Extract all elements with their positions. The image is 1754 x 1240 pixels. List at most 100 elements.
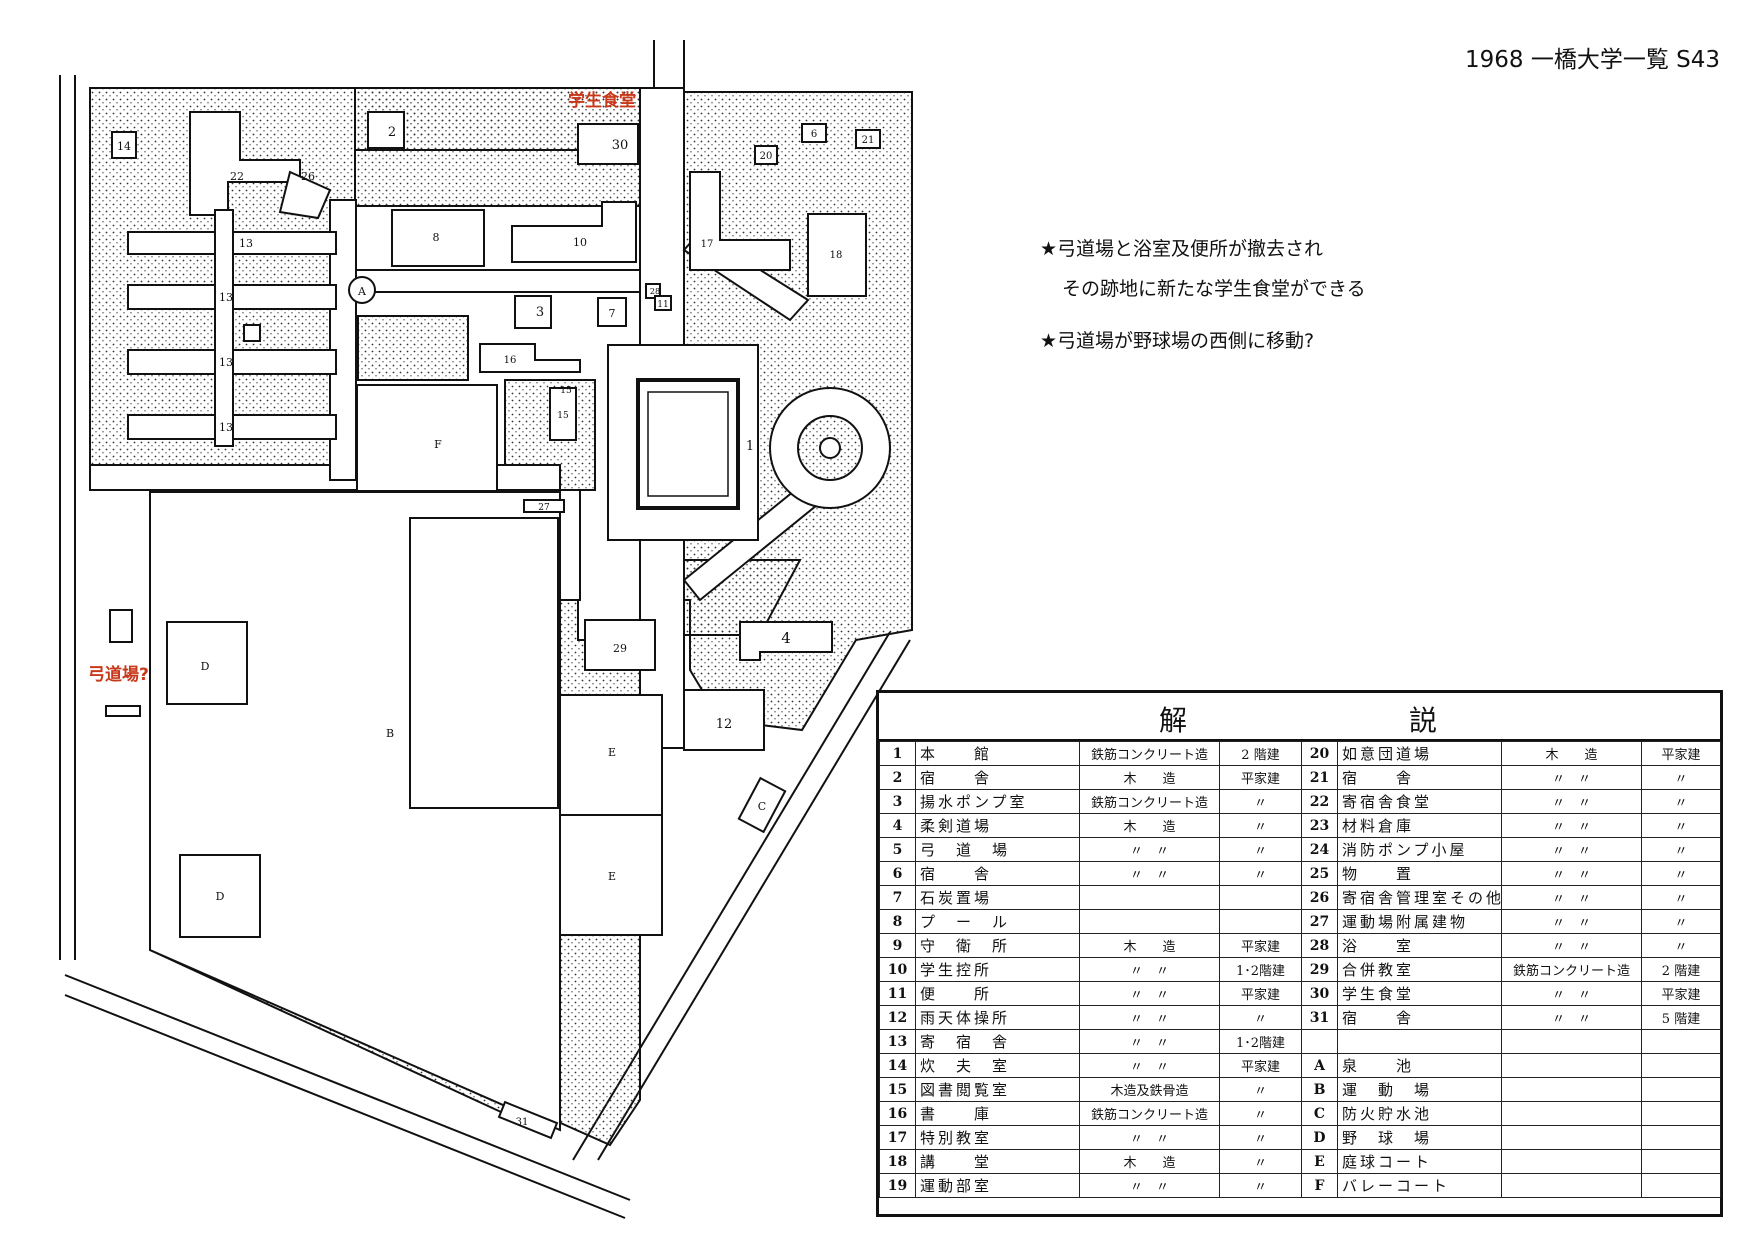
- central-garden: [357, 315, 469, 381]
- legend-name: 雨天体操所: [915, 1005, 1080, 1030]
- buildings: [105, 111, 881, 1140]
- label-15: 15: [560, 386, 572, 396]
- building-2: [367, 111, 405, 149]
- legend-structure: 〃 〃: [1079, 1029, 1220, 1054]
- label-13-b: 13: [219, 291, 233, 304]
- legend-structure: 〃 〃: [1079, 981, 1220, 1006]
- legend-floors: 平家建: [1641, 981, 1721, 1006]
- legend-no: F: [1301, 1173, 1338, 1198]
- label-29: 29: [613, 642, 627, 655]
- label-28: 28: [650, 287, 660, 296]
- legend-structure: [1501, 1029, 1642, 1054]
- legend-floors: [1641, 1149, 1721, 1174]
- label-13-c: 13: [219, 356, 233, 369]
- building-number-labels: 1 2 3 6 7 8 10 11 12 13 13 13 13 14 15 1…: [117, 125, 874, 1128]
- legend-no: 23: [1301, 813, 1338, 838]
- label-13-d: 13: [219, 421, 233, 434]
- legend-floors: 〃: [1641, 933, 1721, 958]
- legend-name: 図書閲覧室: [915, 1077, 1080, 1102]
- label-a: A: [357, 285, 367, 298]
- legend-name: 消防ポンプ小屋: [1337, 837, 1502, 862]
- legend-structure: 木 造: [1079, 1149, 1220, 1174]
- legend-name: バレーコート: [1337, 1173, 1502, 1198]
- legend-no: 9: [879, 933, 916, 958]
- archery-range: [105, 705, 141, 717]
- label-d-north: D: [201, 660, 210, 673]
- legend-no: B: [1301, 1077, 1338, 1102]
- field-f: [356, 384, 498, 492]
- legend-structure: [1501, 1173, 1642, 1198]
- legend-no: 11: [879, 981, 916, 1006]
- building-14: [111, 131, 137, 159]
- legend-structure: [1501, 1077, 1642, 1102]
- label-f: F: [434, 438, 442, 451]
- legend-header-char-1: 解: [1159, 704, 1188, 737]
- legend-no: 6: [879, 861, 916, 886]
- legend-floors: [1219, 909, 1302, 934]
- legend-structure: 鉄筋コンクリート造: [1079, 741, 1220, 766]
- legend-structure: 〃 〃: [1079, 957, 1220, 982]
- legend-structure: 〃 〃: [1079, 1053, 1220, 1078]
- label-12: 12: [716, 717, 733, 732]
- legend-floors: 〃: [1641, 765, 1721, 790]
- legend-name: 防火貯水池: [1337, 1101, 1502, 1126]
- legend-name: 運 動 場: [1337, 1077, 1502, 1102]
- label-27: 27: [538, 503, 550, 513]
- main-hall-area: [348, 276, 891, 541]
- legend-name: 物 置: [1337, 861, 1502, 886]
- legend-no: 5: [879, 837, 916, 862]
- legend-structure: 木 造: [1079, 813, 1220, 838]
- legend-no: 4: [879, 813, 916, 838]
- sports-ground-b-inner: [409, 517, 559, 809]
- legend-floors: 平家建: [1219, 765, 1302, 790]
- building-11: [654, 295, 672, 311]
- legend-no: 13: [879, 1029, 916, 1054]
- legend-floors: 平家建: [1641, 741, 1721, 766]
- legend-floors: 平家建: [1219, 1053, 1302, 1078]
- legend-structure: [1501, 1149, 1642, 1174]
- pond-a: [348, 276, 376, 304]
- legend-floors: 平家建: [1219, 981, 1302, 1006]
- building-4: [739, 621, 833, 661]
- legend-floors: [1641, 1101, 1721, 1126]
- legend-name: 柔剣道場: [915, 813, 1080, 838]
- legend-no: 27: [1301, 909, 1338, 934]
- building-20: [754, 145, 778, 165]
- legend-floors: 2 階建: [1641, 957, 1721, 982]
- legend-name: 浴 室: [1337, 933, 1502, 958]
- note-1: ★弓道場と浴室及便所が撤去され: [1040, 238, 1324, 260]
- legend-no: 12: [879, 1005, 916, 1030]
- legend-name: 炊 夫 室: [915, 1053, 1080, 1078]
- legend-structure: [1501, 1101, 1642, 1126]
- label-13-a: 13: [239, 237, 253, 250]
- legend-name: 揚水ポンプ室: [915, 789, 1080, 814]
- legend-header-char-2: 説: [1409, 704, 1438, 737]
- legend-floors: 〃: [1219, 861, 1302, 886]
- legend-header: 解 説: [879, 693, 1720, 741]
- legend-no: A: [1301, 1053, 1338, 1078]
- label-16: 16: [504, 355, 517, 366]
- legend-floors: 1･2階建: [1219, 1029, 1302, 1054]
- legend-name: 宿 舎: [915, 765, 1080, 790]
- legend-floors: 〃: [1219, 1005, 1302, 1030]
- label-3: 3: [536, 305, 544, 320]
- legend-structure: 〃 〃: [1079, 861, 1220, 886]
- legend-name: 特別教室: [915, 1125, 1080, 1150]
- main-hall-building-1: [636, 378, 740, 510]
- legend-floors: 5 階建: [1641, 1005, 1721, 1030]
- sports-fields: [149, 384, 663, 1132]
- legend-floors: [1641, 1125, 1721, 1150]
- legend-structure: 〃 〃: [1501, 933, 1642, 958]
- legend-floors: [1641, 1029, 1721, 1054]
- legend-structure: [1501, 1053, 1642, 1078]
- legend-structure: 〃 〃: [1501, 837, 1642, 862]
- building-7: [597, 297, 627, 327]
- label-14: 14: [117, 140, 131, 153]
- legend-floors: 〃: [1219, 813, 1302, 838]
- legend-floors: 〃: [1219, 837, 1302, 862]
